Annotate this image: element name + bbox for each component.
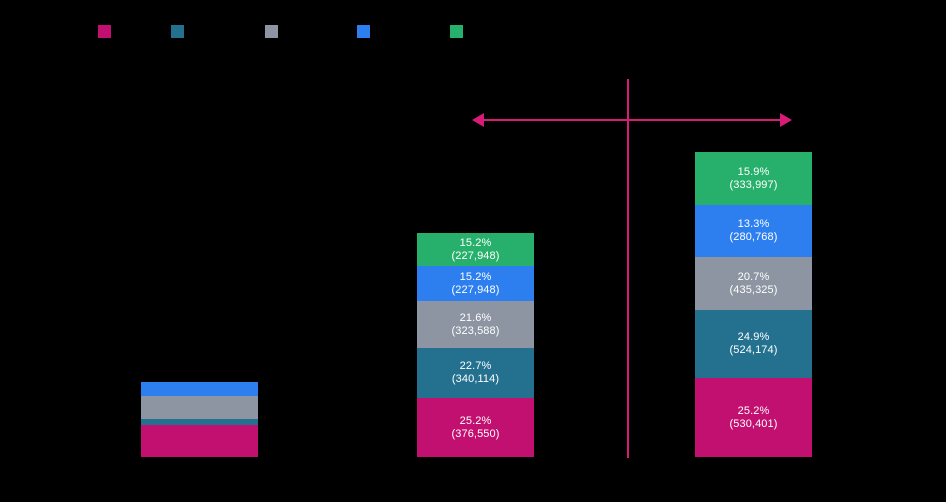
legend-item-3[interactable] — [357, 25, 376, 38]
segment-percent-label: 25.2% — [459, 414, 492, 427]
bar-segment[interactable] — [141, 419, 258, 425]
segment-percent-label: 13.3% — [737, 218, 770, 230]
segment-percent-label: 15.9% — [737, 165, 770, 178]
segment-value-label: (227,948) — [451, 283, 500, 296]
legend-item-2[interactable] — [265, 25, 284, 38]
bar-group-middle: 15.2%(227,948)15.2%(227,948)21.6%(323,58… — [417, 0, 534, 502]
bar-segment[interactable]: 25.2%(376,550) — [417, 398, 534, 457]
segment-percent-label: 25.2% — [737, 404, 770, 417]
annotation-arrow-line — [480, 119, 784, 121]
segment-value-label: (227,948) — [451, 249, 500, 262]
bar-segment[interactable] — [141, 382, 258, 396]
bar-group-right: 15.9%(333,997)13.3%(280,768)20.7%(435,32… — [695, 0, 812, 502]
segment-percent-label: 20.7% — [737, 270, 770, 283]
bar-segment[interactable]: 25.2%(530,401) — [695, 378, 812, 457]
bar-segment[interactable]: 21.6%(323,588) — [417, 301, 534, 348]
segment-value-label: (280,768) — [729, 231, 778, 243]
legend-swatch-icon — [265, 25, 278, 38]
segment-value-label: (435,325) — [729, 283, 778, 296]
bar-segment[interactable] — [141, 396, 258, 419]
legend-swatch-icon — [98, 25, 111, 38]
segment-percent-label: 22.7% — [459, 360, 492, 372]
annotation-vertical-line — [627, 79, 629, 458]
annotation-arrowhead-right-icon — [780, 113, 792, 127]
bar-segment[interactable]: 15.2%(227,948) — [417, 266, 534, 301]
legend-swatch-icon — [450, 25, 463, 38]
segment-value-label: (333,997) — [729, 178, 778, 191]
bar-segment[interactable]: 15.2%(227,948) — [417, 233, 534, 266]
legend-item-4[interactable] — [450, 25, 469, 38]
bar-segment[interactable]: 13.3%(280,768) — [695, 205, 812, 257]
bar-segment[interactable]: 20.7%(435,325) — [695, 257, 812, 310]
segment-value-label: (323,588) — [451, 324, 500, 337]
bar-segment[interactable]: 15.9%(333,997) — [695, 152, 812, 205]
segment-percent-label: 15.2% — [459, 236, 492, 249]
segment-value-label: (524,174) — [729, 344, 778, 356]
annotation-arrowhead-left-icon — [472, 113, 484, 127]
segment-percent-label: 15.2% — [459, 270, 492, 283]
bar-segment[interactable]: 24.9%(524,174) — [695, 310, 812, 378]
bar-segment[interactable] — [141, 425, 258, 457]
segment-percent-label: 24.9% — [737, 331, 770, 343]
legend-swatch-icon — [171, 25, 184, 38]
segment-value-label: (376,550) — [451, 427, 500, 440]
segment-value-label: (340,114) — [451, 373, 500, 385]
legend-item-0[interactable] — [98, 25, 117, 38]
segment-value-label: (530,401) — [729, 417, 778, 430]
bar-segment[interactable]: 22.7%(340,114) — [417, 348, 534, 398]
legend-swatch-icon — [357, 25, 370, 38]
legend-item-1[interactable] — [171, 25, 190, 38]
segment-percent-label: 21.6% — [459, 311, 492, 324]
chart-legend — [0, 0, 946, 60]
bar-group-left — [141, 0, 258, 502]
